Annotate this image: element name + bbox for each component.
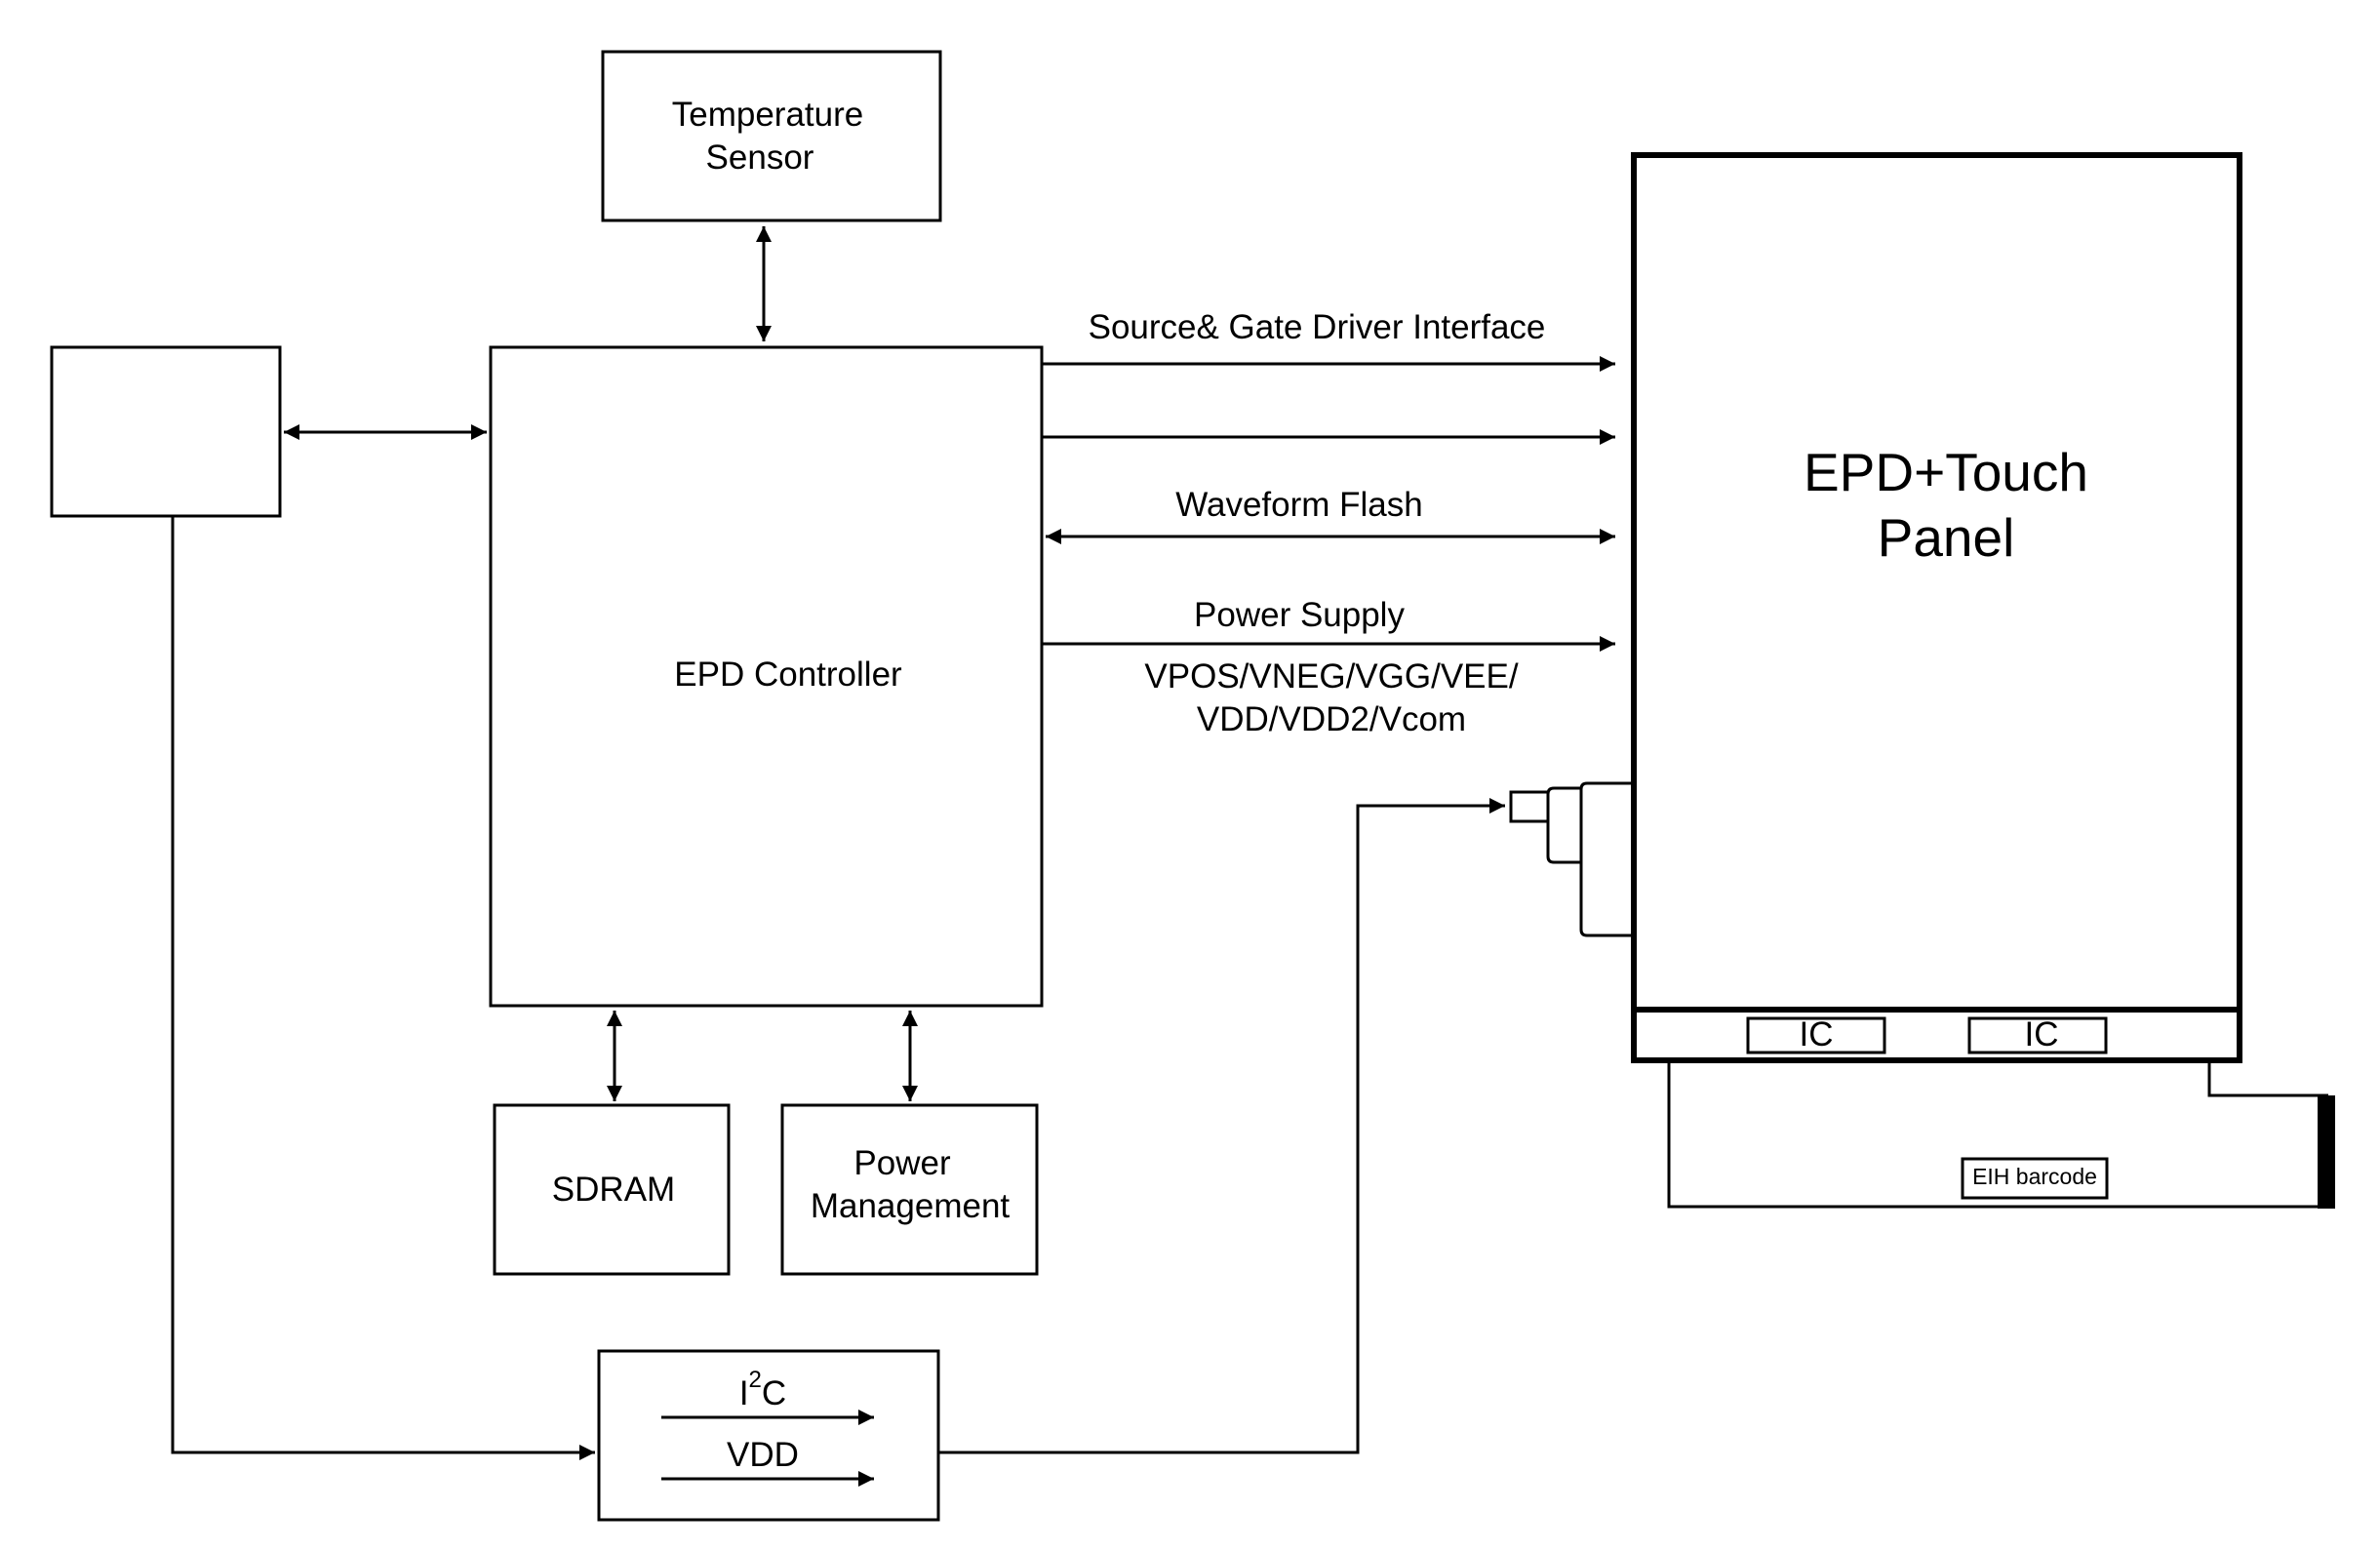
barcode-label: EIH barcode <box>1961 1157 2109 1200</box>
power-supply-label: Power Supply <box>1194 596 1405 634</box>
epd-controller-label: EPD Controller <box>674 656 902 694</box>
temperature-sensor-label-line1: Temperature <box>672 96 863 134</box>
i2c-vdd-block: I2C VDD <box>597 1349 940 1522</box>
host-to-i2c-line <box>171 516 595 1460</box>
voltages-label-line2: VDD/VDD2/Vcom <box>1197 700 1466 738</box>
epd-touch-panel: EPD+Touch Panel IC IC <box>1631 152 2242 1063</box>
i2c-label: I2C <box>739 1367 786 1412</box>
waveform-flash-label: Waveform Flash <box>1175 486 1422 524</box>
epd-panel-label-line2: Panel <box>1878 507 2015 568</box>
power-management-label-line2: Management <box>811 1187 1011 1225</box>
driver-ic-1: IC <box>1746 1015 1886 1054</box>
fpc-connector <box>2318 1095 2335 1209</box>
i2c-to-touch-line <box>938 798 1505 1454</box>
barcode-text: EIH barcode <box>1972 1164 2097 1189</box>
driver-ic-2: IC <box>1967 1015 2108 1054</box>
temperature-sensor-label-line2: Sensor <box>706 139 814 177</box>
touch-connector <box>1509 781 1634 937</box>
host-block <box>50 345 282 518</box>
fpc-cable: EIH barcode <box>1667 1063 2335 1209</box>
sdram-block: SDRAM <box>493 1103 731 1276</box>
source-gate-label: Source& Gate Driver Interface <box>1089 308 1546 346</box>
power-management-block: Power Management <box>780 1103 1039 1276</box>
temperature-sensor-block: Temperature Sensor <box>601 50 942 222</box>
sdram-label: SDRAM <box>552 1171 675 1209</box>
epd-panel-label-line1: EPD+Touch <box>1804 442 2088 502</box>
voltages-label-line1: VPOS/VNEG/VGG/VEE/ <box>1144 657 1518 696</box>
vdd-label: VDD <box>727 1436 799 1474</box>
driver-ic-1-label: IC <box>1800 1015 1834 1053</box>
epd-controller-block: EPD Controller <box>489 345 1044 1008</box>
driver-ic-2-label: IC <box>2025 1015 2059 1053</box>
power-management-label-line1: Power <box>853 1144 951 1182</box>
